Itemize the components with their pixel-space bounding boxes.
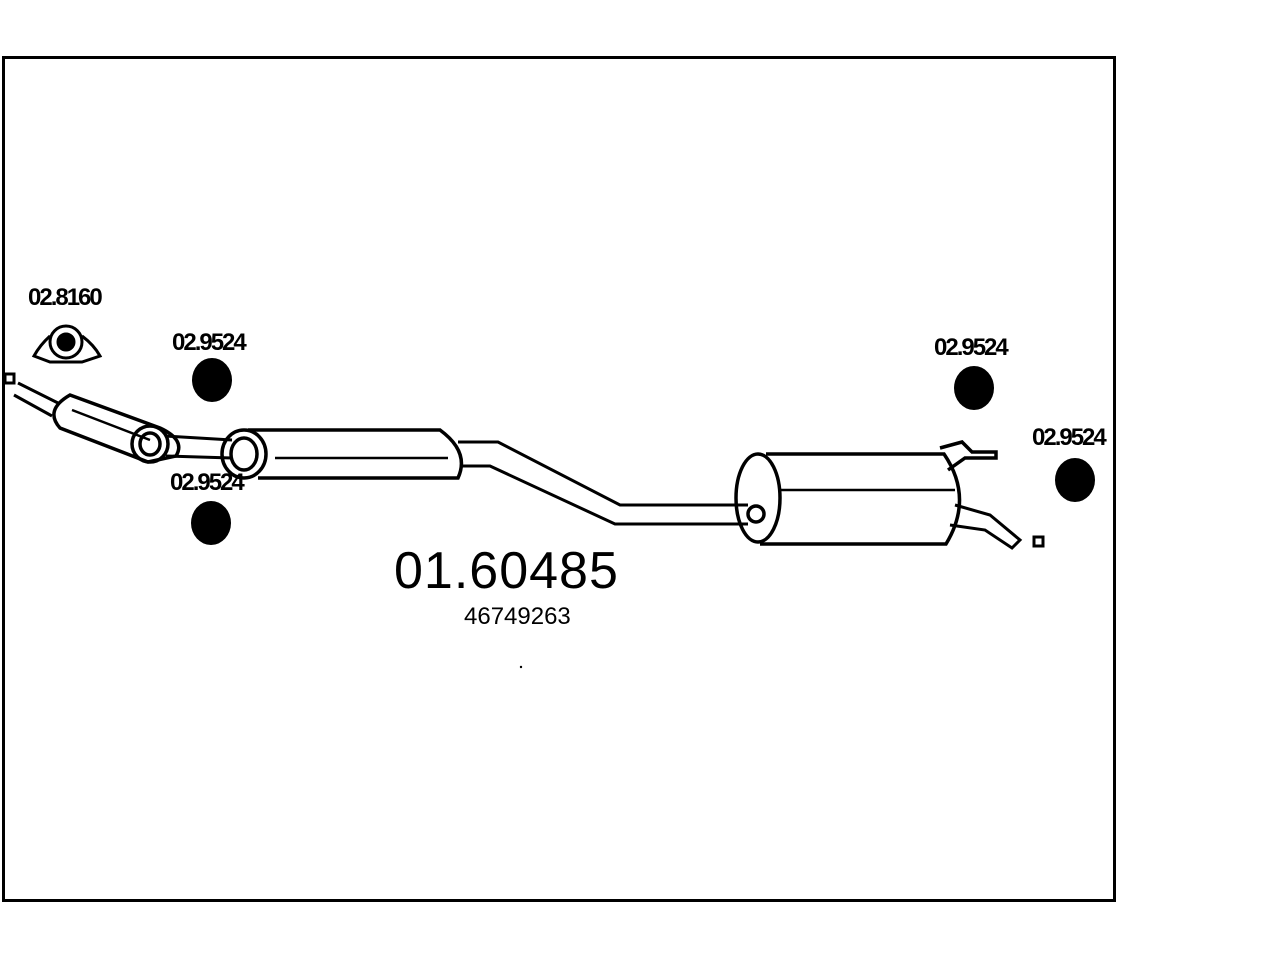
- tailpipe: [949, 503, 1045, 550]
- front-inlet-pipe: [3, 372, 61, 418]
- rubber-hanger-icon: [1055, 458, 1095, 502]
- callout-hanger-rear-right: 02.9524: [1032, 424, 1107, 451]
- rubber-hanger-icon: [954, 366, 994, 410]
- rear-silencer: [734, 440, 998, 546]
- center-silencer: [220, 428, 464, 480]
- rubber-hanger-icon: [191, 501, 231, 545]
- front-silencer: [52, 393, 181, 464]
- exhaust-clamp-icon: [31, 324, 103, 364]
- stray-dot: [519, 665, 523, 669]
- callout-hanger-front-upper: 02.9524: [172, 329, 247, 356]
- callout-hanger-rear-upper: 02.9524: [934, 334, 1009, 361]
- part-number: 01.60485: [394, 542, 619, 600]
- callout-hanger-front-lower: 02.9524: [170, 469, 245, 496]
- rubber-hanger-icons: [191, 358, 1095, 545]
- diagram-frame: [2, 56, 1116, 902]
- callout-clamp-front: 02.8160: [28, 284, 102, 311]
- oe-number: 46749263: [464, 603, 571, 630]
- middle-pipe: [458, 440, 748, 526]
- rubber-hanger-icon: [192, 358, 232, 402]
